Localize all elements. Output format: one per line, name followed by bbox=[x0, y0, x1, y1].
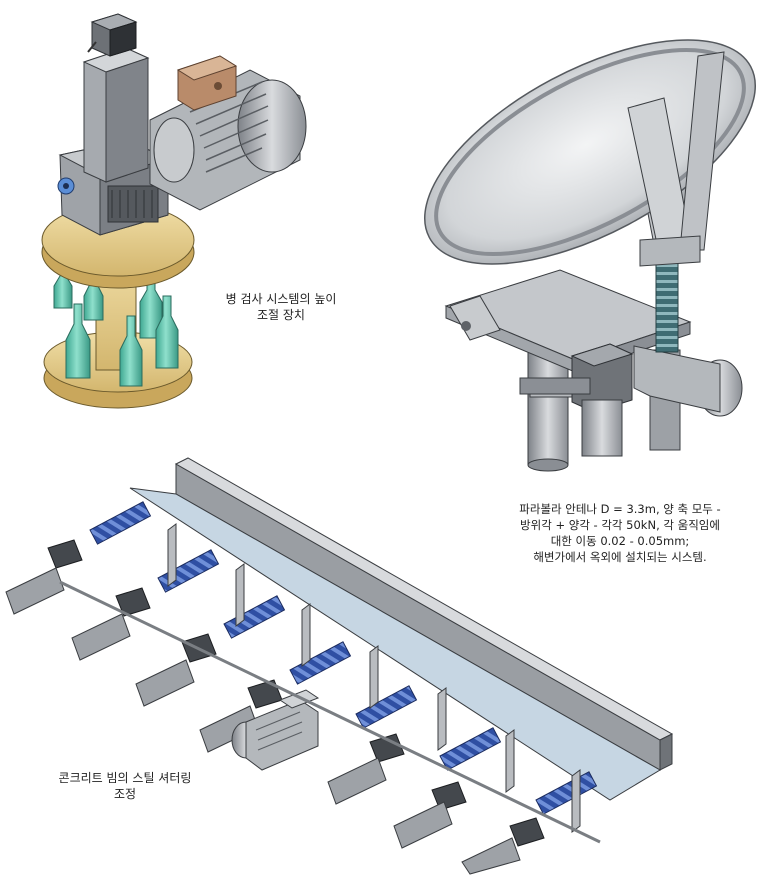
caption-bottle-device: 병 검사 시스템의 높이 조절 장치 bbox=[186, 291, 376, 323]
caption-line: 대한 이동 0.02 - 0.05mm; bbox=[550, 534, 690, 548]
caption-line: 방위각 + 양각 - 각각 50kN, 각 움직임에 bbox=[520, 518, 720, 532]
parabolic-antenna bbox=[424, 39, 756, 472]
steel-shuttering-assembly bbox=[5, 457, 674, 875]
caption-line: 조정 bbox=[113, 787, 137, 801]
caption-line: 해변가에서 옥외에 설치되는 시스템. bbox=[533, 550, 707, 564]
bottle-inspection-device bbox=[41, 13, 307, 409]
caption-steel-shuttering: 콘크리트 빔의 스틸 셔터링 조정 bbox=[10, 770, 240, 802]
screw-jack-row bbox=[5, 501, 598, 875]
caption-line: 콘크리트 빔의 스틸 셔터링 bbox=[58, 771, 192, 785]
caption-line: 병 검사 시스템의 높이 bbox=[225, 292, 337, 306]
caption-line: 파라볼라 안테나 D = 3.3m, 양 축 모두 - bbox=[519, 502, 721, 516]
bottle-group bbox=[53, 264, 179, 387]
caption-antenna: 파라볼라 안테나 D = 3.3m, 양 축 모두 - 방위각 + 양각 - 각… bbox=[470, 501, 769, 565]
caption-line: 조절 장치 bbox=[257, 308, 305, 322]
